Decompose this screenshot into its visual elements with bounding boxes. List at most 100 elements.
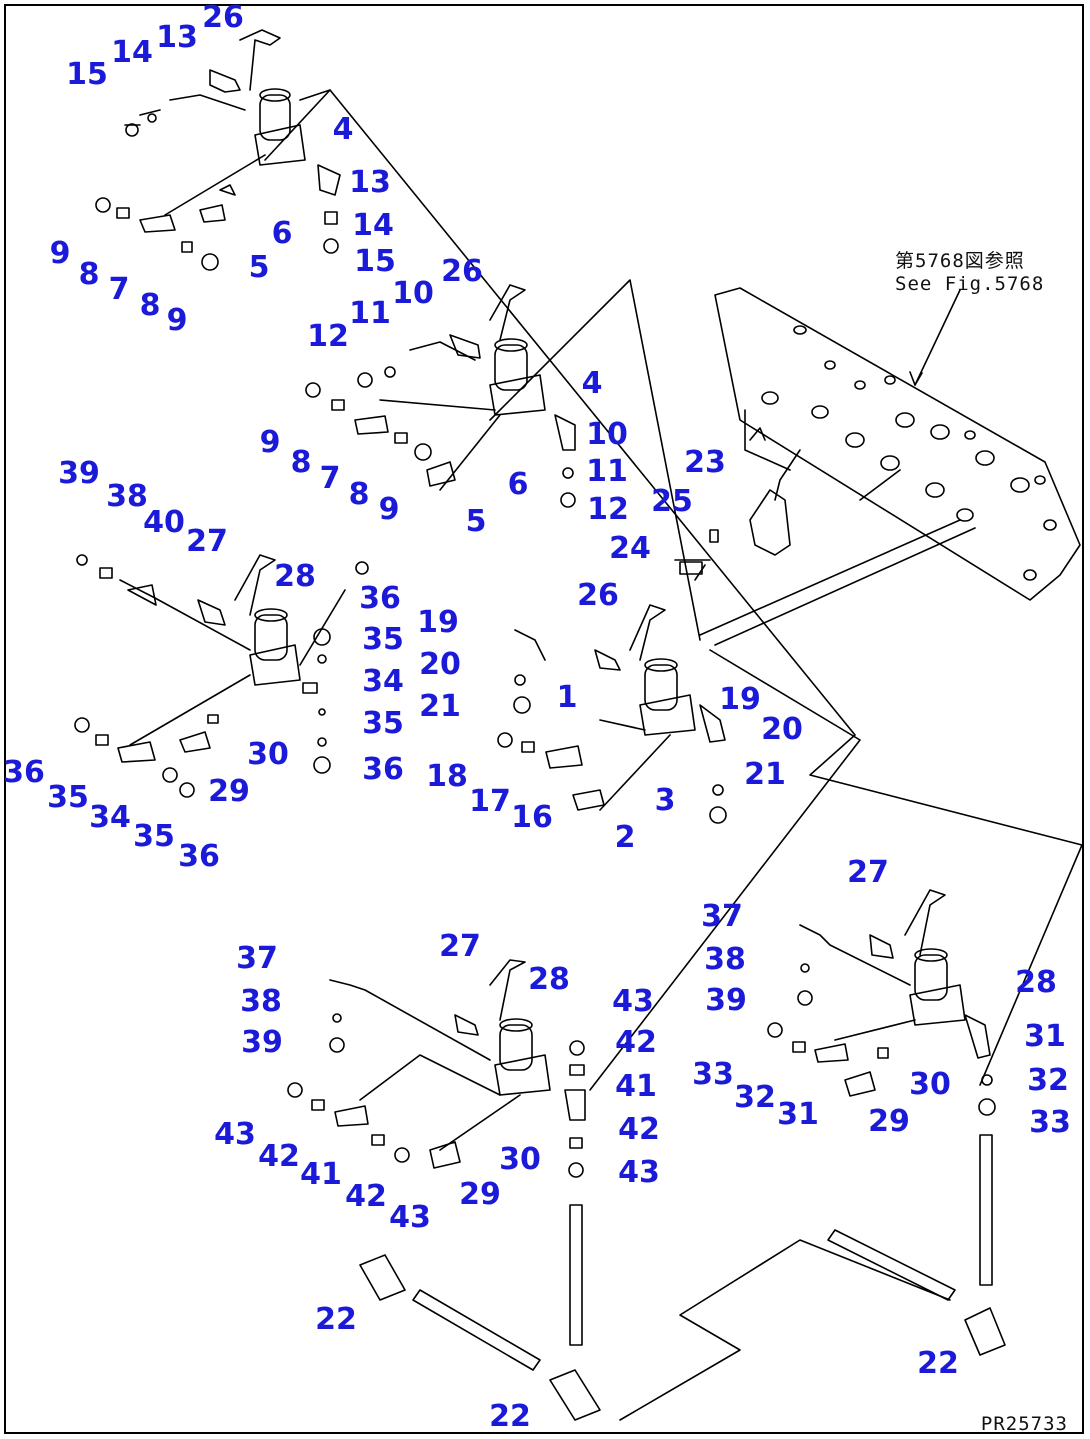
callout-label[interactable]: 12 xyxy=(587,492,629,527)
callout-label[interactable]: 21 xyxy=(419,689,461,724)
callout-label[interactable]: 28 xyxy=(1015,965,1057,1000)
callout-label[interactable]: 42 xyxy=(345,1179,387,1214)
callout-label[interactable]: 41 xyxy=(300,1157,342,1192)
callout-label[interactable]: 15 xyxy=(66,57,108,92)
callout-label[interactable]: 42 xyxy=(615,1025,657,1060)
callout-label[interactable]: 39 xyxy=(241,1025,283,1060)
fittings-row-1 xyxy=(95,164,341,271)
callout-label[interactable]: 9 xyxy=(378,492,400,527)
callout-label[interactable]: 29 xyxy=(459,1177,501,1212)
callout-label[interactable]: 39 xyxy=(705,983,747,1018)
callout-label[interactable]: 32 xyxy=(734,1080,776,1115)
callout-label[interactable]: 43 xyxy=(612,984,654,1019)
callout-label[interactable]: 31 xyxy=(777,1097,819,1132)
callout-label[interactable]: 30 xyxy=(499,1142,541,1177)
callout-label[interactable]: 39 xyxy=(58,456,100,491)
callout-label[interactable]: 5 xyxy=(248,250,270,285)
callout-label[interactable]: 22 xyxy=(489,1399,531,1434)
callout-label[interactable]: 22 xyxy=(315,1302,357,1337)
callout-label[interactable]: 8 xyxy=(78,257,100,292)
callout-label[interactable]: 8 xyxy=(139,288,161,323)
callout-label[interactable]: 30 xyxy=(909,1067,951,1102)
callout-label[interactable]: 27 xyxy=(847,855,889,890)
callout-label[interactable]: 13 xyxy=(156,20,198,55)
callout-label[interactable]: 42 xyxy=(258,1139,300,1174)
callout-label[interactable]: 42 xyxy=(618,1112,660,1147)
callout-label[interactable]: 29 xyxy=(868,1104,910,1139)
callout-label[interactable]: 19 xyxy=(417,605,459,640)
callout-label[interactable]: 14 xyxy=(111,35,153,70)
callout-label[interactable]: 41 xyxy=(615,1069,657,1104)
callout-label[interactable]: 1 xyxy=(556,680,578,715)
callout-label[interactable]: 20 xyxy=(419,647,461,682)
callout-label[interactable]: 7 xyxy=(319,461,341,496)
callout-label[interactable]: 36 xyxy=(359,581,401,616)
callout-label[interactable]: 33 xyxy=(692,1057,734,1092)
callout-label[interactable]: 9 xyxy=(259,425,281,460)
callout-label[interactable]: 38 xyxy=(106,479,148,514)
callout-label[interactable]: 18 xyxy=(426,759,468,794)
callout-label[interactable]: 8 xyxy=(290,445,312,480)
callout-label[interactable]: 6 xyxy=(271,216,293,251)
callout-label[interactable]: 26 xyxy=(441,254,483,289)
callout-label[interactable]: 23 xyxy=(684,445,726,480)
callout-label[interactable]: 10 xyxy=(586,417,628,452)
callout-label[interactable]: 36 xyxy=(3,755,45,790)
callout-label[interactable]: 2 xyxy=(614,820,636,855)
drawing-code: PR25733 xyxy=(980,1413,1068,1435)
callout-label[interactable]: 28 xyxy=(528,962,570,997)
callout-label[interactable]: 38 xyxy=(240,984,282,1019)
callout-label[interactable]: 28 xyxy=(274,559,316,594)
callout-label[interactable]: 37 xyxy=(701,899,743,934)
callout-label[interactable]: 36 xyxy=(362,752,404,787)
callout-label[interactable]: 34 xyxy=(89,800,131,835)
callout-label[interactable]: 20 xyxy=(761,712,803,747)
callout-label[interactable]: 4 xyxy=(581,366,603,401)
callout-label[interactable]: 43 xyxy=(214,1117,256,1152)
callout-label[interactable]: 16 xyxy=(511,800,553,835)
callout-label[interactable]: 26 xyxy=(577,578,619,613)
callout-label[interactable]: 35 xyxy=(133,819,175,854)
callout-label[interactable]: 9 xyxy=(166,303,188,338)
callout-label[interactable]: 5 xyxy=(465,504,487,539)
callout-label[interactable]: 37 xyxy=(236,941,278,976)
callout-label[interactable]: 27 xyxy=(439,929,481,964)
fittings-row-4 xyxy=(497,732,605,811)
fittings-row-3 xyxy=(74,628,331,798)
callout-label[interactable]: 32 xyxy=(1027,1063,1069,1098)
callout-label[interactable]: 36 xyxy=(178,839,220,874)
callout-label[interactable]: 31 xyxy=(1024,1019,1066,1054)
callout-label[interactable]: 43 xyxy=(389,1200,431,1235)
callout-label[interactable]: 35 xyxy=(47,780,89,815)
callout-label[interactable]: 14 xyxy=(352,208,394,243)
callout-label[interactable]: 40 xyxy=(143,505,185,540)
callout-label[interactable]: 11 xyxy=(586,454,628,489)
callout-label[interactable]: 10 xyxy=(392,276,434,311)
callout-label[interactable]: 13 xyxy=(349,165,391,200)
callout-label[interactable]: 22 xyxy=(917,1346,959,1381)
callout-label[interactable]: 29 xyxy=(208,774,250,809)
callout-label[interactable]: 3 xyxy=(654,783,676,818)
callout-label[interactable]: 43 xyxy=(618,1155,660,1190)
callout-label[interactable]: 19 xyxy=(719,682,761,717)
callout-label[interactable]: 15 xyxy=(354,244,396,279)
callout-label[interactable]: 9 xyxy=(49,236,71,271)
callout-label[interactable]: 4 xyxy=(332,112,354,147)
callout-label[interactable]: 25 xyxy=(651,484,693,519)
callout-label[interactable]: 33 xyxy=(1029,1105,1071,1140)
callout-label[interactable]: 26 xyxy=(202,0,244,35)
callout-label[interactable]: 7 xyxy=(108,272,130,307)
callout-label[interactable]: 17 xyxy=(469,784,511,819)
callout-label[interactable]: 8 xyxy=(348,477,370,512)
callout-label[interactable]: 35 xyxy=(362,622,404,657)
callout-label[interactable]: 38 xyxy=(704,942,746,977)
callout-label[interactable]: 30 xyxy=(247,737,289,772)
callout-label[interactable]: 12 xyxy=(307,319,349,354)
callout-label[interactable]: 24 xyxy=(609,531,651,566)
callout-label[interactable]: 35 xyxy=(362,706,404,741)
callout-label[interactable]: 6 xyxy=(507,467,529,502)
callout-label[interactable]: 27 xyxy=(186,524,228,559)
callout-label[interactable]: 21 xyxy=(744,757,786,792)
callout-label[interactable]: 11 xyxy=(349,296,391,331)
callout-label[interactable]: 34 xyxy=(362,664,404,699)
